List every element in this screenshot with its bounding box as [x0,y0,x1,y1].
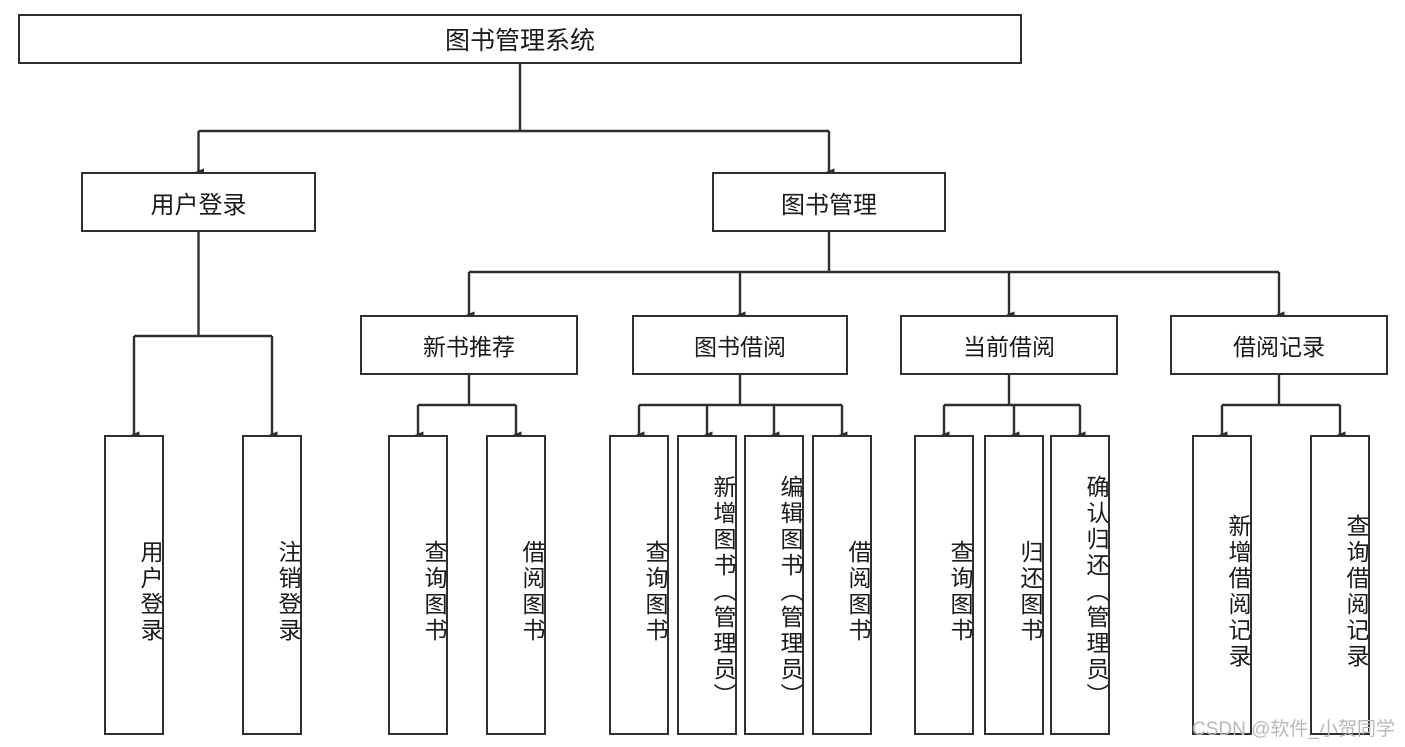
node-label: 新增借阅记录 [1225,514,1251,670]
node-leaf-logout[interactable]: 注销登录 [242,435,302,735]
node-label: 用户登录 [150,191,247,219]
node-leaf-user-login[interactable]: 用户登录 [104,435,164,735]
node-leaf-confirm-return[interactable]: 确认归还（管理员） [1050,435,1110,735]
node-label: 图书管理 [781,191,877,219]
node-book-borrow[interactable]: 图书借阅 [632,315,848,375]
node-label: 图书借阅 [694,334,786,360]
node-label: 当前借阅 [963,334,1055,360]
node-leaf-return-book[interactable]: 归还图书 [984,435,1044,735]
node-leaf-add-borrow-record[interactable]: 新增借阅记录 [1192,435,1252,735]
node-new-book-recommendation[interactable]: 新书推荐 [360,315,578,375]
node-leaf-borrow-book-1[interactable]: 借阅图书 [486,435,546,735]
node-leaf-query-book-1[interactable]: 查询图书 [388,435,448,735]
node-label: 归还图书 [1017,540,1043,644]
node-label: 借阅图书 [845,540,871,644]
node-user-login[interactable]: 用户登录 [81,172,316,232]
node-label: 注销登录 [275,540,301,644]
node-label: 查询图书 [421,540,447,644]
node-label: 新书推荐 [423,334,515,360]
node-label: 编辑图书（管理员） [777,475,803,709]
node-book-manage[interactable]: 图书管理 [712,172,946,232]
node-label: 查询图书 [642,540,668,644]
node-label: 查询借阅记录 [1343,514,1369,670]
node-leaf-edit-book[interactable]: 编辑图书（管理员） [744,435,804,735]
node-label: 确认归还（管理员） [1083,475,1109,709]
node-leaf-query-borrow-record[interactable]: 查询借阅记录 [1310,435,1370,735]
node-label: 图书管理系统 [444,27,595,55]
node-label: 借阅图书 [519,540,545,644]
node-borrow-record[interactable]: 借阅记录 [1170,315,1388,375]
edge-group [128,64,1346,441]
csdn-watermark: CSDN @软件_小贺同学 [1192,719,1395,740]
node-label: 查询图书 [947,540,973,644]
node-leaf-query-book-2[interactable]: 查询图书 [609,435,669,735]
node-book-management-system[interactable]: 图书管理系统 [18,14,1022,64]
node-label: 借阅记录 [1233,334,1325,360]
node-leaf-add-book[interactable]: 新增图书（管理员） [677,435,737,735]
node-label: 新增图书（管理员） [710,475,736,709]
node-label: 用户登录 [137,540,163,644]
node-leaf-borrow-book-2[interactable]: 借阅图书 [812,435,872,735]
node-leaf-query-book-3[interactable]: 查询图书 [914,435,974,735]
node-current-borrow[interactable]: 当前借阅 [900,315,1118,375]
